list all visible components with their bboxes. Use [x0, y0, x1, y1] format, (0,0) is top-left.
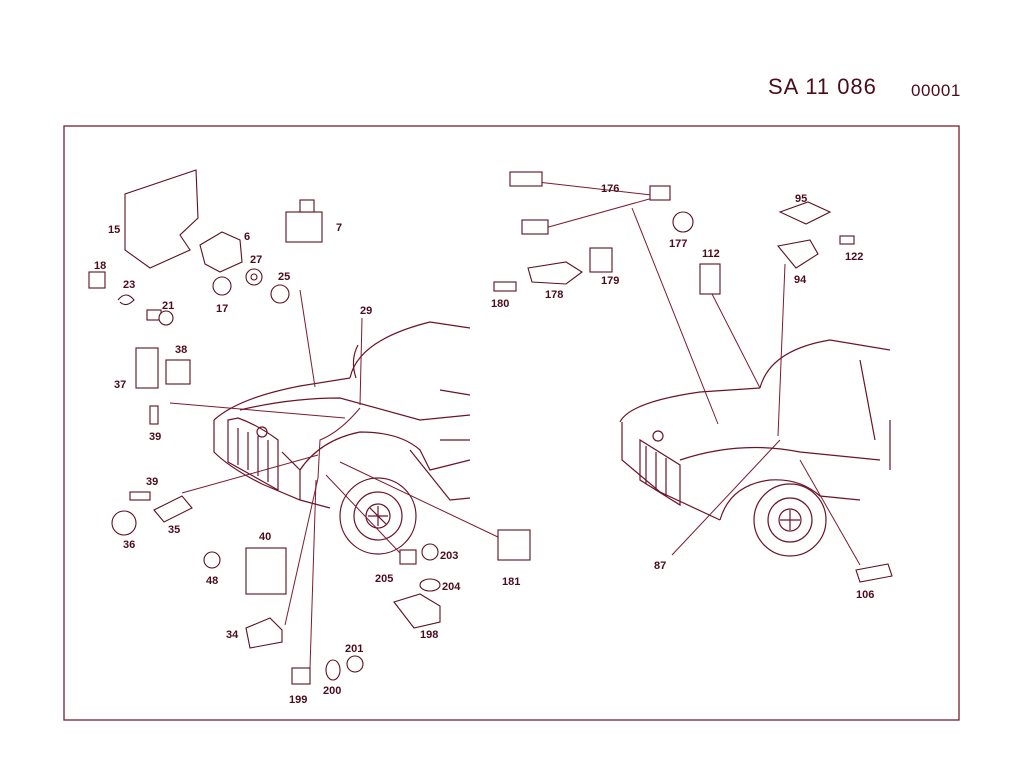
right-leader-lines: [519, 179, 861, 566]
nut-201: [346, 655, 364, 673]
socket-94: [776, 239, 819, 269]
pin-39a: [149, 405, 159, 425]
callout-200: 200: [323, 685, 341, 697]
diagram-code: SA 11 086: [768, 74, 877, 99]
callout-39-b: 39: [146, 476, 158, 488]
callout-94: 94: [794, 274, 807, 286]
sheet-number: 00001: [911, 81, 961, 100]
screw-122: [839, 235, 855, 245]
holder-38: [165, 359, 191, 385]
callout-205: 205: [375, 573, 393, 585]
callout-21: 21: [162, 300, 174, 312]
bracket-37: [135, 347, 159, 389]
callout-106: 106: [856, 589, 874, 601]
sensor-177: [672, 211, 694, 233]
callout-15: 15: [108, 224, 120, 236]
panel-15: [124, 169, 199, 269]
bulb-180: [493, 281, 517, 292]
callout-18: 18: [94, 260, 106, 272]
diagram-frame: [63, 125, 960, 721]
callout-199: 199: [289, 694, 307, 706]
callout-34: 34: [226, 629, 239, 641]
callout-180: 180: [491, 298, 509, 310]
callout-95: 95: [795, 193, 807, 205]
screw-25: [270, 284, 290, 304]
callout-112: 112: [702, 248, 720, 260]
bracket-198: [393, 593, 441, 629]
callout-39-a: 39: [149, 431, 161, 443]
right-car-illustration: [619, 339, 891, 557]
left-parts: [88, 169, 531, 685]
right-parts: [493, 171, 893, 583]
callout-181: 181: [502, 576, 520, 588]
callout-38: 38: [175, 344, 187, 356]
callout-198: 198: [420, 629, 438, 641]
screw-203: [421, 543, 439, 561]
connector-35: [153, 495, 193, 523]
screw-17: [212, 276, 232, 296]
relay-7: [285, 211, 323, 243]
block-106: [855, 563, 893, 583]
callout-37: 37: [114, 379, 126, 391]
callout-48: 48: [206, 575, 218, 587]
callout-29: 29: [360, 305, 372, 317]
callout-122: 122: [845, 251, 863, 263]
callout-204: 204: [442, 581, 461, 593]
relay-40: [245, 547, 287, 595]
left-leader-lines: [169, 289, 501, 669]
callout-203: 203: [440, 550, 458, 562]
callout-7: 7: [336, 222, 342, 234]
spring-clip-23: [117, 294, 135, 306]
left-car-illustration: [213, 321, 471, 555]
callout-178: 178: [545, 289, 563, 301]
callout-labels: 15 18 23 21 6 27 25 17 7 29 37 38 39 39 …: [94, 183, 874, 706]
washer-204: [419, 578, 441, 592]
callout-201: 201: [345, 643, 363, 655]
callout-17: 17: [216, 303, 228, 315]
cable-end-176: [509, 171, 543, 187]
callout-36: 36: [123, 539, 135, 551]
callout-87: 87: [654, 560, 666, 572]
screw-48: [203, 551, 221, 569]
bolt-205: [399, 549, 417, 565]
sensor-178: [527, 261, 583, 285]
callout-27: 27: [250, 254, 262, 266]
callout-35: 35: [168, 524, 180, 536]
callout-25: 25: [278, 271, 290, 283]
callout-23: 23: [123, 279, 135, 291]
sensor-6: [199, 231, 243, 273]
relay-181: [497, 529, 531, 561]
clip-18: [88, 271, 106, 289]
bolt-199: [291, 667, 311, 685]
callout-176: 176: [601, 183, 619, 195]
relay-112: [699, 263, 721, 295]
cap-36: [111, 510, 137, 536]
pin-39b: [129, 491, 151, 501]
switch-179: [589, 247, 613, 273]
block-34: [245, 617, 283, 649]
callout-177: 177: [669, 238, 687, 250]
callout-40: 40: [259, 531, 271, 543]
diagram-header: SA 11 086 00001: [768, 74, 968, 104]
callout-179: 179: [601, 275, 619, 287]
callout-6: 6: [244, 231, 250, 243]
cover-95: [778, 201, 832, 225]
washer-200: [325, 659, 341, 681]
